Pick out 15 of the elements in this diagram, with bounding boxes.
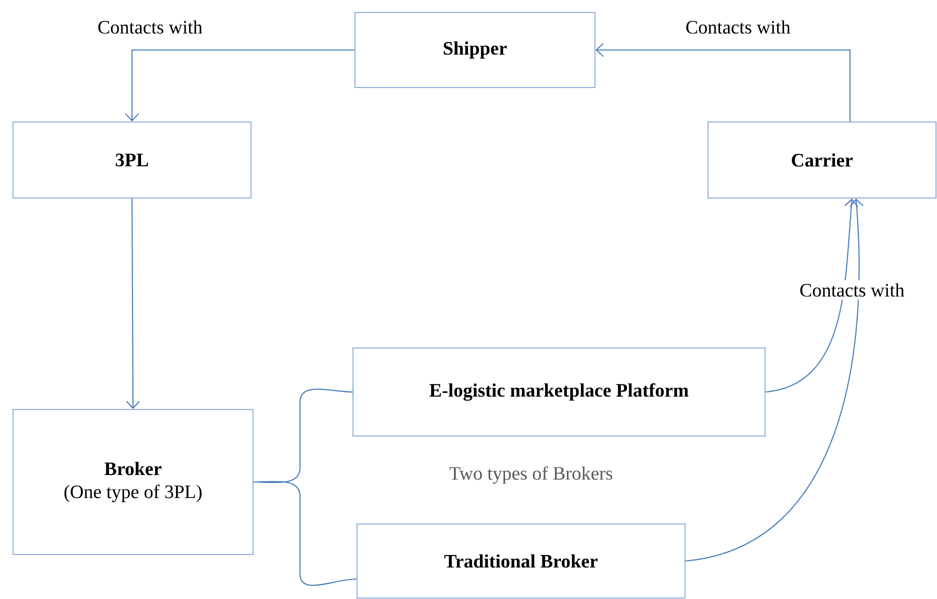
process-box: Traditional Broker [356, 524, 686, 598]
arrow [765, 198, 858, 393]
process-box: E-logistic marketplace Platform [352, 348, 766, 436]
process-box: Broker (One type of 3PL) [12, 409, 254, 555]
edge-label: Contacts with [796, 280, 908, 300]
arrow [685, 198, 864, 562]
process-box: 3PL [12, 122, 252, 198]
arrow [596, 43, 851, 122]
edge-label: Contacts with [94, 17, 206, 37]
edge-label: Contacts with [682, 17, 794, 37]
process-box: Carrier [708, 122, 936, 198]
note-text: Two types of Brokers [449, 466, 612, 484]
process-box: Shipper [354, 12, 596, 88]
arrow [126, 198, 140, 409]
arrow [125, 49, 354, 122]
